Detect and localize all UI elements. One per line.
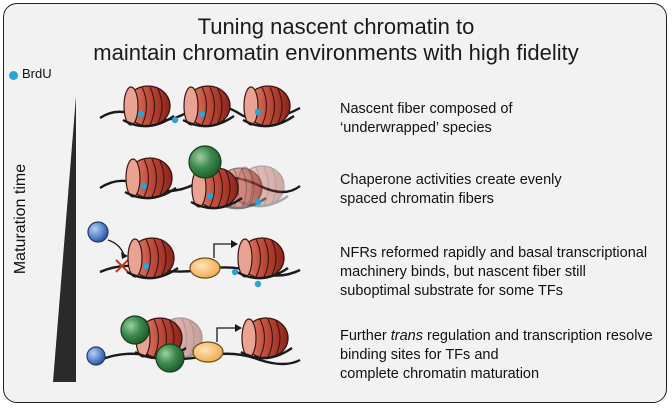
chaperone-icon-3: [155, 343, 185, 373]
maturation-wedge: [53, 96, 76, 382]
brdu-dot-icon: [9, 71, 18, 80]
stage-4-text-em: trans: [390, 328, 424, 344]
legend-brdu-label: BrdU: [22, 66, 52, 81]
machinery-icon: [189, 257, 221, 279]
tf-blue-icon-2: [86, 346, 106, 366]
tf-blue-icon: [87, 221, 109, 243]
blocked-site-mark: [115, 259, 129, 273]
stage-4-text-post: regulation and transcription resolve: [423, 328, 653, 344]
stage-4-text-line-1: Further trans regulation and transcripti…: [340, 327, 653, 346]
stage-1-text-line-1: Nascent fiber composed of: [340, 101, 513, 117]
stage-2-fiber: [99, 145, 301, 210]
stage-3-fiber: [87, 221, 301, 288]
stage-1-fiber: [99, 84, 301, 128]
stage-4-fiber: [86, 315, 301, 373]
machinery-icon-2: [192, 341, 224, 363]
stage-3-text-line-3: suboptimal substrate for some TFs: [340, 283, 563, 299]
title-line-1: Tuning nascent chromatin to: [197, 14, 475, 39]
stage-4-text-line-2: binding sites for TFs and: [340, 347, 499, 363]
stage-3-text-line-1: NFRs reformed rapidly and basal transcri…: [340, 245, 648, 261]
chaperone-icon-2: [120, 315, 150, 345]
stage-2-text-line-2: spaced chromatin fibers: [340, 191, 494, 207]
chaperone-icon: [188, 145, 222, 179]
stage-4-text-line-3: complete chromatin maturation: [340, 366, 540, 382]
title-line-2: maintain chromatin environments with hig…: [93, 40, 579, 65]
stage-4-text-pre: Further: [340, 328, 391, 344]
stage-3-text-line-2: machinery binds, but nascent fiber still: [340, 264, 586, 280]
stage-1-text-line-2: ‘underwrapped’ species: [340, 120, 492, 136]
diagram-panel: [3, 3, 667, 403]
stage-2-text-line-1: Chaperone activities create evenly: [340, 172, 562, 188]
